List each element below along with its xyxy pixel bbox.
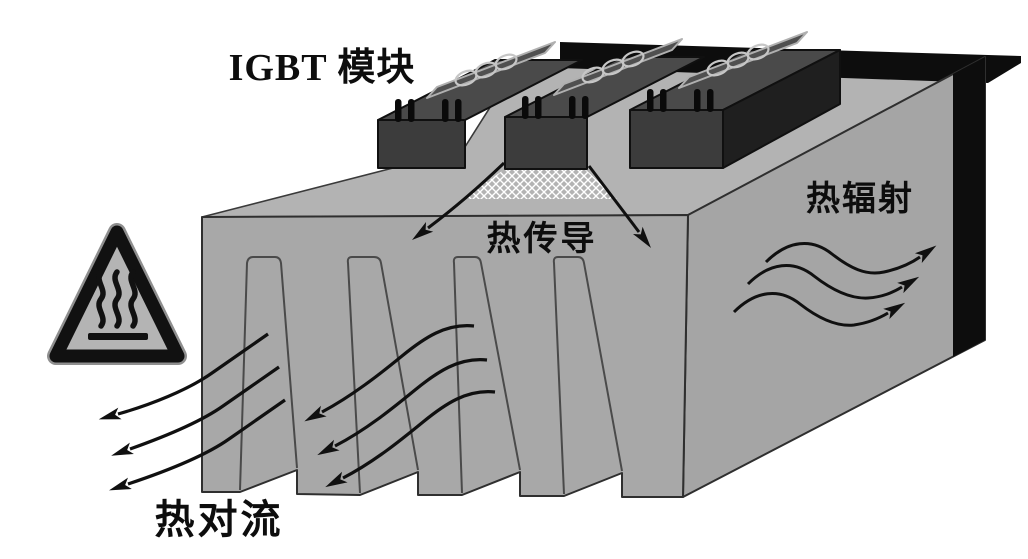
convection-wave	[325, 390, 496, 488]
module-pins	[395, 99, 462, 122]
hot-surface-warning-icon	[47, 223, 187, 365]
convection-wave	[98, 332, 269, 420]
groove	[239, 256, 298, 491]
module-front-face	[629, 109, 724, 169]
heatsink-right-edge-strip	[953, 57, 985, 357]
conduction-arrow-left	[412, 161, 506, 241]
radiation-arrows	[732, 242, 937, 327]
convection-wave	[304, 324, 475, 422]
conduction-arrow-right	[587, 165, 652, 248]
hot-surface-bar	[88, 333, 148, 340]
heat-squiggles	[96, 269, 138, 329]
igbt-module-2	[504, 38, 705, 170]
module-pins	[522, 96, 589, 119]
radiation-wave	[732, 292, 906, 327]
heatsink-front-face	[201, 214, 689, 498]
radiation-wave	[746, 264, 920, 300]
crosshatch-region	[462, 169, 617, 199]
groove	[346, 256, 419, 494]
groove	[452, 256, 521, 494]
label-heat-radiation: 热辐射	[806, 180, 914, 218]
igbt-module-1	[377, 41, 583, 169]
terminal-rings	[706, 43, 770, 77]
module-pins	[647, 89, 714, 112]
terminal-rings	[454, 53, 518, 87]
convection-arrows	[98, 324, 496, 491]
module-front-face	[377, 119, 466, 169]
igbt-module-3	[629, 31, 841, 169]
convection-wave	[109, 398, 286, 491]
thermal-spread-area	[462, 169, 617, 199]
conduction-arrows	[412, 161, 652, 248]
radiation-wave	[764, 242, 937, 275]
convection-wave	[111, 365, 280, 456]
module-front-face	[504, 116, 588, 170]
groove	[552, 256, 623, 495]
convection-wave	[317, 358, 488, 456]
terminal-rings	[581, 50, 645, 84]
label-heat-convection: 热对流	[155, 497, 284, 542]
label-heat-conduction: 热传导	[487, 220, 598, 258]
fin-grooves	[239, 256, 623, 495]
label-igbt-module: IGBT 模块	[229, 47, 416, 89]
